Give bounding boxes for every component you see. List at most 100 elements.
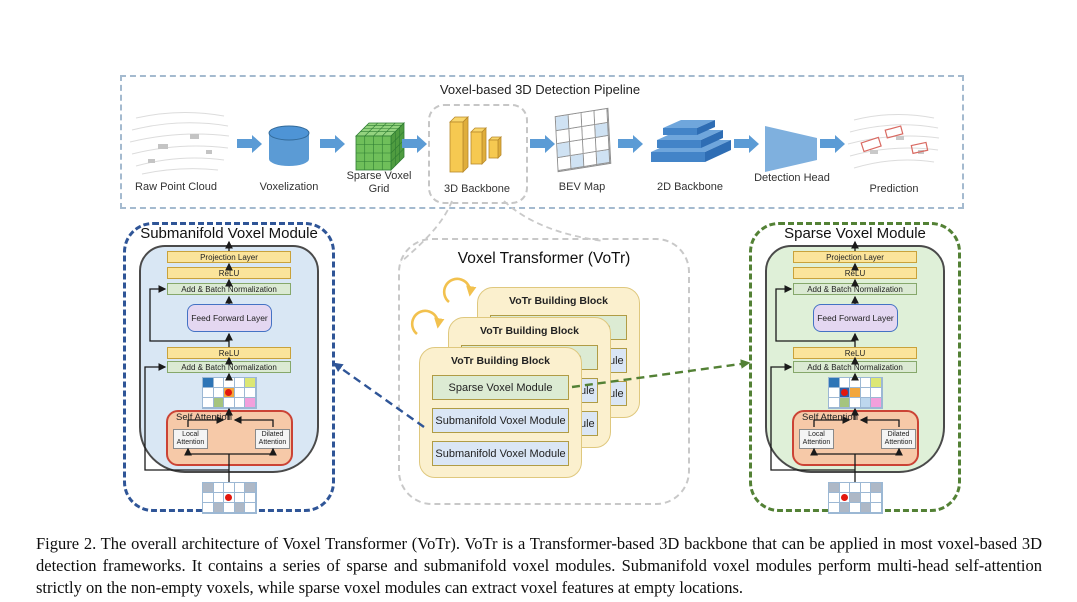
- flow-arrow-icon: [734, 134, 759, 153]
- attention-voxel-grid: [828, 377, 883, 409]
- raw-point-cloud-image: [129, 111, 230, 175]
- submanifold-voxel-module-row: Submanifold Voxel Module: [432, 441, 569, 466]
- grid-cell: [871, 493, 882, 503]
- votr-panel: Voxel Transformer (VoTr) VoTr Building B…: [398, 238, 690, 505]
- self-attention-box: Self Attention Local Attention Dilated A…: [792, 410, 919, 466]
- grid-cell: [860, 493, 871, 503]
- flow-arrow-icon: [530, 134, 555, 153]
- grid-cell: [245, 398, 256, 408]
- relu-box: ReLU: [167, 347, 291, 359]
- flow-arrow-icon: [402, 134, 427, 153]
- backbone-highlight-box: [428, 104, 528, 204]
- grid-cell: [871, 398, 882, 408]
- grid-cell: [839, 378, 850, 388]
- stage-label-bev-map: BEV Map: [558, 181, 606, 193]
- self-attention-box: Self Attention Local Attention Dilated A…: [166, 410, 293, 466]
- stage-label-raw-point-cloud: Raw Point Cloud: [135, 181, 217, 193]
- grid-cell: [850, 503, 861, 513]
- grid-cell: [224, 503, 235, 513]
- grid-cell: [850, 378, 861, 388]
- grid-cell: [829, 378, 840, 388]
- flow-arrow-icon: [320, 134, 345, 153]
- grid-cell: [839, 398, 850, 408]
- bev-grid: [554, 107, 612, 173]
- query-voxel-dot: [840, 494, 848, 501]
- grid-cell: [871, 388, 882, 398]
- grid-cell: [213, 493, 224, 503]
- add-batch-norm-box: Add & Batch Normalization: [167, 283, 291, 295]
- grid-cell: [850, 398, 861, 408]
- grid-cell: [234, 398, 245, 408]
- grid-cell: [234, 388, 245, 398]
- self-attention-label: Self Attention: [176, 412, 232, 423]
- grid-cell: [203, 388, 214, 398]
- grid-cell: [234, 503, 245, 513]
- grid-cell: [203, 378, 214, 388]
- grid-cell: [860, 483, 871, 493]
- grid-cell: [829, 398, 840, 408]
- dilated-attention-box: Dilated Attention: [255, 429, 290, 449]
- add-batch-norm-box: Add & Batch Normalization: [793, 361, 917, 373]
- submanifold-voxel-module-panel: Submanifold Voxel Module Projection Laye…: [123, 222, 335, 514]
- grid-cell: [213, 378, 224, 388]
- submanifold-module-title: Submanifold Voxel Module: [140, 225, 318, 242]
- grid-cell: [829, 388, 840, 398]
- query-voxel-dot: [840, 389, 848, 396]
- grid-cell: [829, 503, 840, 513]
- grid-cell: [224, 493, 235, 503]
- relu-box: ReLU: [167, 267, 291, 279]
- projection-layer-box: Projection Layer: [167, 251, 291, 263]
- sparse-voxel-grid-cube-icon: [355, 122, 405, 171]
- grid-cell: [860, 388, 871, 398]
- grid-cell: [860, 378, 871, 388]
- pipeline-title: Voxel-based 3D Detection Pipeline: [439, 82, 641, 97]
- grid-cell: [203, 483, 214, 493]
- flow-arrow-icon: [237, 134, 262, 153]
- grid-cell: [871, 503, 882, 513]
- flow-arrow-icon: [820, 134, 845, 153]
- grid-cell: [850, 483, 861, 493]
- grid-cell: [245, 493, 256, 503]
- grid-cell: [224, 378, 235, 388]
- grid-cell: [213, 398, 224, 408]
- detection-head-trapezoid-icon: [765, 126, 817, 172]
- grid-cell: [850, 493, 861, 503]
- grid-cell: [871, 483, 882, 493]
- grid-cell: [829, 493, 840, 503]
- bev-map-grid-icon: [554, 107, 612, 173]
- backbone-bars-icon: [449, 116, 502, 173]
- 2d-backbone-layers-icon: [651, 120, 731, 162]
- votr-title: Voxel Transformer (VoTr): [457, 250, 631, 267]
- self-attention-label: Self Attention: [802, 412, 858, 423]
- sparse-voxel-module-panel: Sparse Voxel Module Projection Layer ReL…: [749, 222, 961, 514]
- stage-label-3d-backbone: 3D Backbone: [443, 183, 511, 195]
- grid-cell: [557, 155, 572, 172]
- grid-cell: [224, 483, 235, 493]
- grid-cell: [850, 388, 861, 398]
- attention-voxel-grid: [202, 377, 257, 409]
- grid-cell: [234, 483, 245, 493]
- query-voxel-dot: [225, 389, 233, 396]
- flow-arrow-icon: [618, 134, 643, 153]
- projection-layer-box: Projection Layer: [793, 251, 917, 263]
- grid-cell: [860, 503, 871, 513]
- local-attention-box: Local Attention: [173, 429, 208, 449]
- add-batch-norm-box: Add & Batch Normalization: [793, 283, 917, 295]
- grid-cell: [860, 398, 871, 408]
- add-batch-norm-box: Add & Batch Normalization: [167, 361, 291, 373]
- grid-cell: [203, 503, 214, 513]
- grid-cell: [596, 149, 611, 165]
- sparse-voxel-module-row: Sparse Voxel Module: [432, 375, 569, 400]
- grid-cell: [245, 388, 256, 398]
- feed-forward-layer-box: Feed Forward Layer: [813, 304, 898, 332]
- grid-cell: [213, 483, 224, 493]
- grid-cell: [245, 378, 256, 388]
- grid-cell: [839, 493, 850, 503]
- stage-label-2d-backbone: 2D Backbone: [656, 181, 724, 193]
- feed-forward-layer-box: Feed Forward Layer: [187, 304, 272, 332]
- local-attention-box: Local Attention: [799, 429, 834, 449]
- grid-cell: [245, 503, 256, 513]
- stage-label-prediction: Prediction: [869, 183, 919, 195]
- stage-label-voxelization: Voxelization: [259, 181, 319, 193]
